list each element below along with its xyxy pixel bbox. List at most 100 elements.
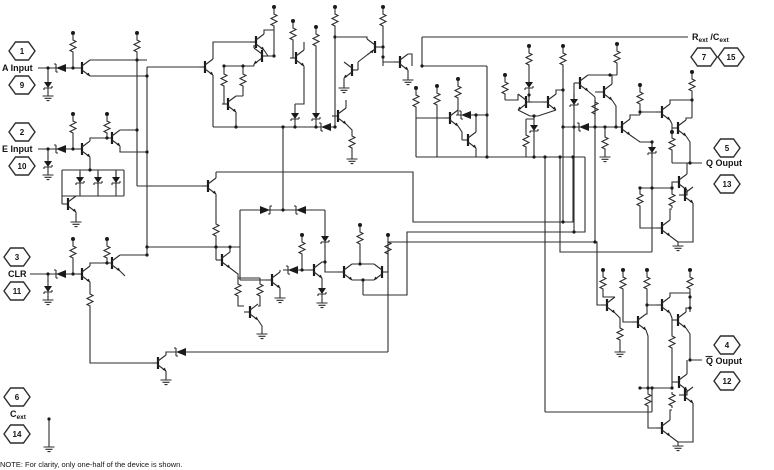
npn-transistor [74,264,92,284]
pin-a-input: 1 A Input 9 [2,41,36,95]
npn-transistor [460,130,478,150]
vcc-dot [71,112,75,116]
resistor [668,391,676,409]
ground-icon [273,293,287,304]
resistor [501,79,509,97]
pin-number: 9 [20,81,25,90]
pin-qbar-output: 4 Q Ouput 12 [705,335,742,391]
ground-icon [613,347,627,358]
npn-transistor [630,312,648,332]
resistor [616,325,624,343]
pin-q-output: 5 Q Ouput 13 [706,138,742,194]
q-output-label: Q Ouput [706,158,742,168]
pin-number: 12 [723,377,732,386]
vcc-dot [601,268,605,272]
pin-number: 14 [13,430,22,439]
clr-wires [30,241,388,376]
npn-transistor [614,117,632,137]
pin-number: 7 [702,53,707,62]
resistor [559,50,567,68]
ground-icon [401,75,415,86]
ground-icon [69,217,83,228]
diode-icon [254,205,276,215]
schottky-diode-icon [43,76,53,94]
npn-transistor [150,353,168,373]
a-input-label: A Input [2,63,33,73]
ground-icon [598,152,612,163]
resistor [686,274,694,292]
npn-transistor [442,108,460,128]
ground-icon [337,83,351,94]
resistor [239,71,247,89]
npn-transistor [248,32,266,52]
resistor [312,31,320,49]
npn-transistor [516,92,534,112]
resistor [412,92,420,110]
resistor [379,11,387,29]
npn-transistor [392,52,410,72]
vcc-dot [71,31,75,35]
pin-clr: 3 CLR 11 [3,247,31,301]
vcc-dot [690,70,694,74]
npn-transistor [342,60,360,80]
resistor [643,274,651,292]
diode-icon [573,122,595,132]
resistor [289,25,297,43]
resistor [668,135,676,153]
vcc-dot [435,84,439,88]
pin-number: 5 [725,144,730,153]
npn-transistor [670,118,688,138]
rext-cext-label: Rext /Cext [692,32,730,44]
resistor [103,118,111,136]
ground-icon [345,154,359,165]
npn-transistor [252,46,270,66]
diode-icon [50,144,72,154]
resistor [69,243,77,261]
npn-transistor [74,58,92,78]
diodes [43,63,657,357]
npn-transistor [677,185,695,205]
vcc-dot [381,5,385,9]
resistor [636,89,644,107]
npn-transistor [654,102,672,122]
pin-number: 4 [725,341,730,350]
npn-transistor [336,262,354,282]
pnp-transistor [365,37,383,57]
resistor [298,239,306,257]
vcc-dot [71,237,75,241]
pin-number: 10 [18,162,27,171]
npn-transistor [596,82,614,102]
e-input-wires [38,116,147,218]
pin-number: 6 [15,393,20,402]
q-output-wires [559,74,702,253]
pin-rext-cext: Rext /Cext 7 15 [690,32,745,67]
vcc-dot [503,73,507,77]
resistor [668,333,676,351]
vcc-dot [561,44,565,48]
clr-label: CLR [8,269,27,279]
pin-number: 11 [13,287,22,296]
schottky-diode-icon [43,155,53,173]
resistor [688,76,696,94]
vcc-dot [688,268,692,272]
ground-icon [671,441,685,452]
pin-number: 13 [723,180,732,189]
latch-core-wires [212,9,688,155]
npn-transistor [572,73,590,93]
transistors [60,32,695,438]
ground-icon [255,329,269,340]
vcc-dot [300,233,304,237]
schottky-diode-icon [569,93,579,111]
vcc-dot [272,5,276,9]
npn-transistor [654,418,672,438]
npn-transistor [372,262,390,282]
diode-icon [50,63,72,73]
resistor [133,37,141,55]
npn-transistor [654,295,672,315]
resistor [619,274,627,292]
diode-icon [455,110,477,120]
vcc-dot [414,86,418,90]
ground-icon [315,298,329,309]
vcc-dot [105,112,109,116]
